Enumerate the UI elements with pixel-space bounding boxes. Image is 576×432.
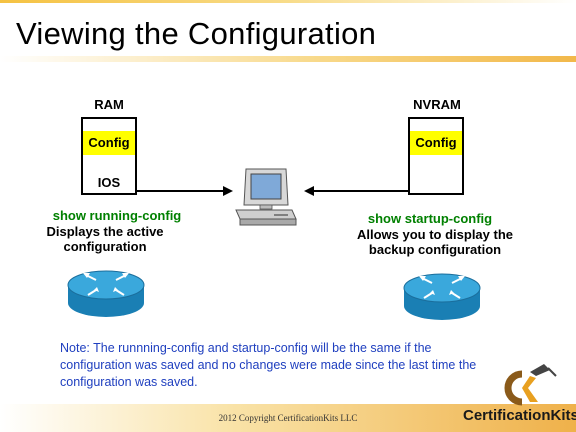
ram-box: Config IOS bbox=[81, 117, 137, 195]
title-underline bbox=[0, 56, 576, 62]
certificationkits-logo-icon bbox=[504, 364, 557, 406]
note-text: Note: The runnning-config and startup-co… bbox=[60, 341, 477, 389]
copyright-text: 2012 Copyright CertificationKits LLC bbox=[218, 413, 358, 423]
router-icon-right bbox=[403, 273, 481, 320]
ram-command: show running-config bbox=[52, 208, 182, 223]
ram-config-cell: Config bbox=[83, 131, 135, 155]
logo-text: CertificationKits bbox=[463, 407, 576, 424]
nvram-config-cell: Config bbox=[410, 131, 462, 155]
ram-ios-cell: IOS bbox=[97, 175, 121, 190]
ram-label: RAM bbox=[94, 97, 124, 112]
nvram-command: show startup-config bbox=[367, 211, 493, 226]
slide-title: Viewing the Configuration bbox=[16, 16, 377, 51]
ram-description-line1: Displays the active bbox=[46, 224, 164, 239]
nvram-label: NVRAM bbox=[413, 97, 461, 112]
arrow-nvram-to-computer bbox=[304, 186, 408, 196]
desktop-computer-icon bbox=[235, 168, 297, 226]
ram-description-line2: configuration bbox=[63, 239, 147, 254]
nvram-description-line2: backup configuration bbox=[368, 242, 502, 257]
nvram-box: Config bbox=[408, 117, 464, 195]
arrow-ram-to-computer bbox=[137, 186, 233, 196]
nvram-description-line1: Allows you to display the bbox=[356, 227, 514, 242]
router-icon-left bbox=[67, 270, 145, 317]
footer-band bbox=[0, 404, 576, 432]
top-accent-line bbox=[0, 0, 576, 3]
